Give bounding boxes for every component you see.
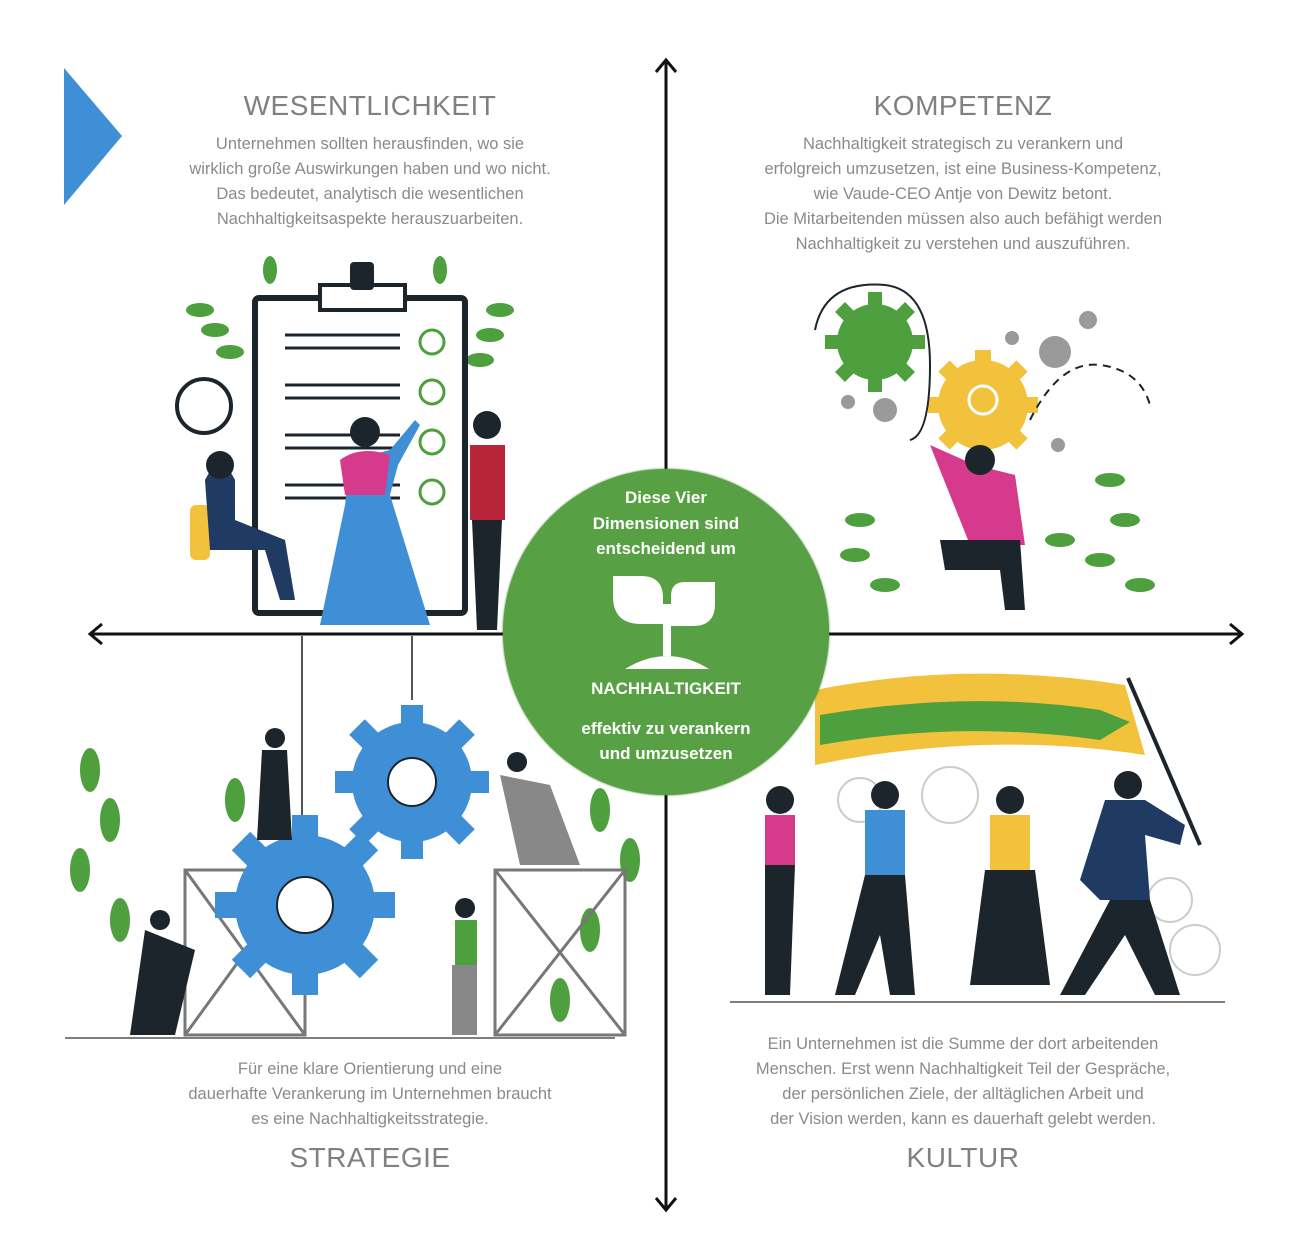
clipboard-illustration <box>175 256 514 630</box>
clock-icon <box>175 377 233 435</box>
center-intro: Diese Vier Dimensionen sind entscheidend… <box>592 488 740 558</box>
quadrant-text-wesentlichkeit: Unternehmen sollten herausfinden, wo sie… <box>189 135 551 228</box>
quadrant-title-strategie: STRATEGIE <box>289 1142 451 1173</box>
blue-gear-icon <box>335 705 489 859</box>
quadrant-text-kompetenz: Nachhaltigkeit strategisch zu verankern … <box>763 135 1163 253</box>
quadrant-text-strategie: Für eine klare Orientierung und eine dau… <box>188 1060 552 1128</box>
person-walking <box>970 786 1050 985</box>
quadrant-text-kultur: Ein Unternehmen ist die Summe der dort a… <box>755 1035 1171 1128</box>
yellow-gear-icon <box>928 350 1038 460</box>
person-walking <box>1060 771 1185 995</box>
quadrant-title-kompetenz: KOMPETENZ <box>873 90 1053 121</box>
center-circle: Diese Vier Dimensionen sind entscheidend… <box>503 469 829 795</box>
quadrant-title-wesentlichkeit: WESENTLICHKEIT <box>243 90 497 121</box>
quadrant-title-kultur: KULTUR <box>906 1142 1020 1173</box>
center-outro: effektiv zu verankern und umzusetzen <box>581 719 751 763</box>
strategy-illustration <box>65 636 640 1039</box>
person-walking <box>765 786 795 995</box>
sprout-icon <box>613 576 715 669</box>
person-walking <box>835 781 915 995</box>
blue-triangle-marker <box>64 68 122 205</box>
center-keyword: NACHHALTIGKEIT <box>591 679 741 698</box>
gears-illustration <box>814 283 1155 610</box>
green-gear-icon <box>825 292 925 392</box>
blue-gear-icon <box>215 815 395 995</box>
culture-illustration <box>730 673 1225 1003</box>
